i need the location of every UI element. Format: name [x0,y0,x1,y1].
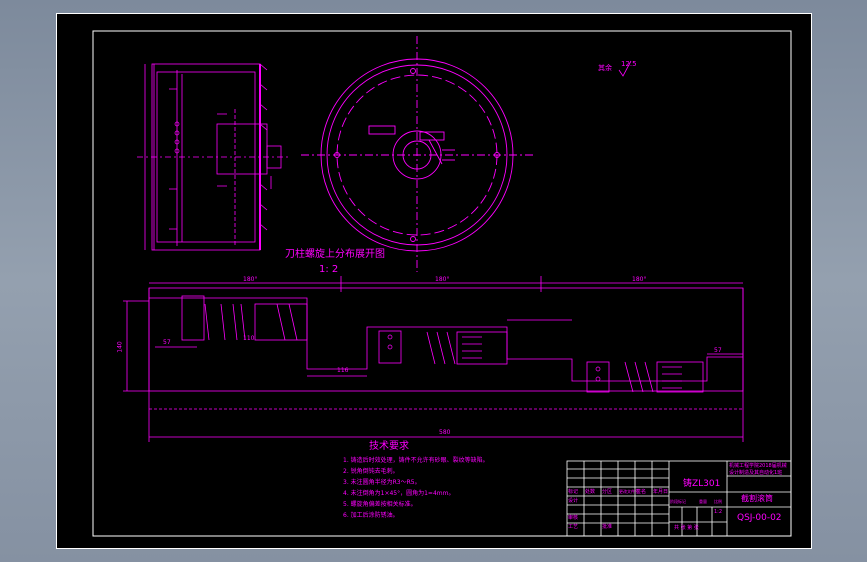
drawing-graphics [92,30,792,537]
tech-requirement-item: 3. 未注圆角半径为R3～R5。 [343,479,421,486]
row-label: 设计 [568,498,579,504]
dim-57-right: 57 [714,347,722,354]
tech-requirement-item: 5. 螺旋角偏差按相关标准。 [343,501,417,508]
drawing-sheet[interactable]: 刀柱螺旋上分布展开图 1: 2 180° 180° 180° 140 57 11… [56,13,812,549]
title-block-row-labels: 设计 审核 工艺 批准 [568,498,612,536]
header-label: 分区 [602,489,613,495]
header-label: 标记 [568,489,579,495]
tech-requirements-list: 1. 铸造后时效处理，铸件不允许有砂眼、裂纹等缺陷。 2. 锐角倒钝去毛刺。 3… [343,458,489,524]
title-block-drawing-number: QSJ-00-02 [737,513,782,523]
header-label: 年月日 [653,489,669,495]
developed-view-scale: 1: 2 [319,264,339,275]
title-block-stage-labels: 阶段标记 重量 比例 [669,500,727,508]
dim-116: 116 [337,367,349,374]
dim-110: 110 [243,335,255,342]
header-label: 处数 [585,489,596,495]
tech-requirements-title: 技术要求 [369,441,409,452]
surface-finish-note: 其余 [598,64,612,72]
title-block-grid [566,460,792,537]
dim-angle-a: 180° [243,276,258,283]
dim-57-left: 57 [163,339,171,346]
stage-label: 重量 [699,499,707,504]
header-label: 更改文件号 [619,489,639,494]
surface-finish-value: 12.5 [621,60,637,68]
drum-side-section [137,63,289,251]
dim-angle-b: 180° [435,276,450,283]
drum-front-view [301,36,533,272]
dim-angle-c: 180° [632,276,647,283]
tech-requirement-item: 2. 锐角倒钝去毛刺。 [343,468,399,475]
row-label: 批准 [602,524,613,530]
title-block-header-labels: 标记 处数 分区 更改文件号 签名 年月日 [568,490,668,498]
dim-total-width: 580 [439,429,451,436]
stage-label: 阶段标记 [670,499,686,504]
title-block-material: 铸ZL301 [683,479,721,489]
title-block-part-name: 截割滚筒 [741,494,773,503]
stage-label: 比例 [714,499,722,504]
tech-requirement-item: 4. 未注倒角为1×45°，圆角为1=4mm。 [343,490,455,497]
row-label: 审核 [568,515,579,521]
title-block-company: 机械工程学院2018届机械设计制造及其自动化1班 [729,463,787,476]
inner-frame [92,30,792,537]
header-label: 签名 [636,489,647,495]
developed-view-title: 刀柱螺旋上分布展开图 [285,249,385,260]
dim-height: 140 [116,341,124,353]
title-block-scale: 1:2 [714,509,723,515]
tech-requirement-item: 6. 加工后涂防锈油。 [343,512,399,519]
title-block-sheet-info: 共 张 第 张 [674,525,699,531]
small-dimension-marks [169,88,682,389]
developed-view [123,276,744,442]
row-label: 工艺 [568,524,579,530]
tech-requirement-item: 1. 铸造后时效处理，铸件不允许有砂眼、裂纹等缺陷。 [343,457,489,464]
